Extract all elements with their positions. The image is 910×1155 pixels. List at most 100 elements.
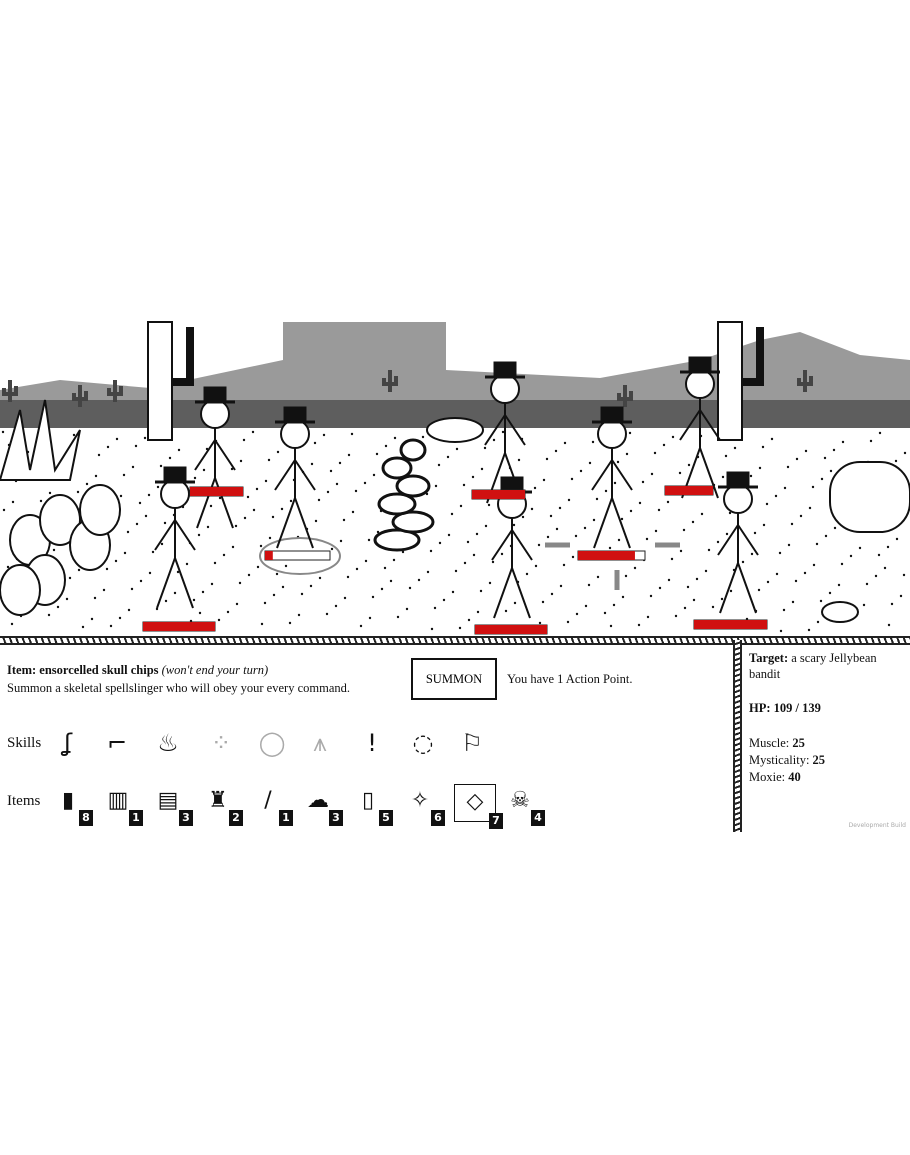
skeleton-ally-hat [195,386,235,404]
ground-dot [376,530,380,534]
ground-dot [131,465,135,469]
match-icon: / [264,788,272,813]
skill-revolver[interactable]: ⌐ [100,726,134,760]
ground-dot [300,592,304,596]
ground-dot [139,579,143,583]
item-count-badge: 6 [431,810,445,826]
ground-dot [105,567,109,571]
ground-dot [828,591,832,595]
ground-dot [609,624,613,628]
prickly-pear-pad [0,564,41,616]
ground-dot [421,435,425,439]
ground-dot [541,600,545,604]
ground-dot [437,463,441,467]
skill-pocket-watch[interactable]: ◌ [406,726,440,760]
ground-dot [621,595,625,599]
ground-dot [500,552,504,556]
ground-dot [837,583,841,587]
ground-dot [210,582,214,586]
stat-label: Moxie: [749,770,786,784]
ground-dot [662,443,666,447]
ground-dot [903,451,907,455]
ground-dot [790,522,794,526]
skill-exclamation-bean[interactable]: ! [355,726,389,760]
ground-dot [318,576,322,580]
ground-dot [521,515,525,519]
skill-bean-circle[interactable]: ⁘ [204,726,238,760]
ground-dot [272,593,276,597]
ground-dot [750,552,754,556]
ground-dot [354,489,358,493]
ground-dot [119,494,123,498]
ground-dot [284,564,288,568]
ground-dot [48,491,52,495]
ground-dot [504,609,508,613]
summon-button[interactable]: SUMMON [411,658,497,700]
stat-value: 40 [788,770,801,784]
item-skull-chips-bag[interactable]: ✧6 [403,784,445,826]
skill-white-flag[interactable]: ⚐ [455,726,489,760]
ground-dot [820,477,824,481]
item-bottle[interactable]: ♜2 [201,784,243,826]
item-skull-chips[interactable]: ◇7 [454,784,503,829]
item-tube[interactable]: ▯5 [351,784,393,826]
ground-dot [783,486,787,490]
ground-dot [93,596,97,600]
ground-dot [459,504,463,508]
ground-dot [775,572,779,576]
ground-dot [770,437,774,441]
ground-dot [234,524,238,528]
ground-dot [138,501,142,505]
ground-dot [803,571,807,575]
ground-dot [583,526,587,530]
ground-dot [81,625,85,629]
item-can[interactable]: ▤3 [151,784,193,826]
ground-dot [252,508,256,512]
desert-floor [0,428,910,636]
ground-dot [72,433,76,437]
ground-dot [123,551,127,555]
skill-flaming-bean[interactable]: ♨ [151,726,185,760]
skill-angry-bean[interactable]: ◯ [255,726,289,760]
prickly-pear-pad [79,484,121,536]
ground-dot [242,438,246,442]
ground-dot [588,461,592,465]
ground-dot [645,537,649,541]
skill-smoke-wisp[interactable]: ʆ [51,726,85,760]
ground-dot [683,606,687,610]
ground-dot [534,564,538,568]
ground-dot [886,545,890,549]
item-dynamite[interactable]: ▮8 [51,784,93,826]
ground-dot [700,512,704,516]
ground-dot [476,610,480,614]
bearded-bandit [591,406,633,549]
bandit-cowboy-2-head [685,369,715,399]
skill-bean-pile[interactable]: ⩚ [303,726,337,760]
ground-dot [653,451,657,455]
item-count-badge: 3 [329,810,343,826]
exclamation-bean-icon: ! [367,729,377,757]
item-skull-bag[interactable]: ☠4 [503,784,545,826]
ground-dot [148,571,152,575]
dynamite-icon: ▮ [61,788,75,813]
item-count-badge: 4 [531,810,545,826]
item-cloud[interactable]: ☁3 [301,784,343,826]
player-cowpoke-body [154,508,196,609]
ground-dot [280,507,284,511]
ground-dot [633,566,637,570]
ground-dot [799,514,803,518]
target-stat: Moxie: 40 [749,769,825,786]
ground-dot [603,611,607,615]
tube-icon: ▯ [361,788,375,813]
ground-dot [559,584,563,588]
stat-label: Muscle: [749,736,790,750]
ground-dot [475,532,479,536]
bandit-curly-body [717,513,759,614]
item-count-badge: 5 [379,810,393,826]
item-match[interactable]: /1 [251,784,293,826]
bean-pile [373,528,421,552]
ground-dot [392,558,396,562]
ground-dot [6,565,10,569]
ground-dot [849,554,853,558]
item-jar[interactable]: ▥1 [101,784,143,826]
